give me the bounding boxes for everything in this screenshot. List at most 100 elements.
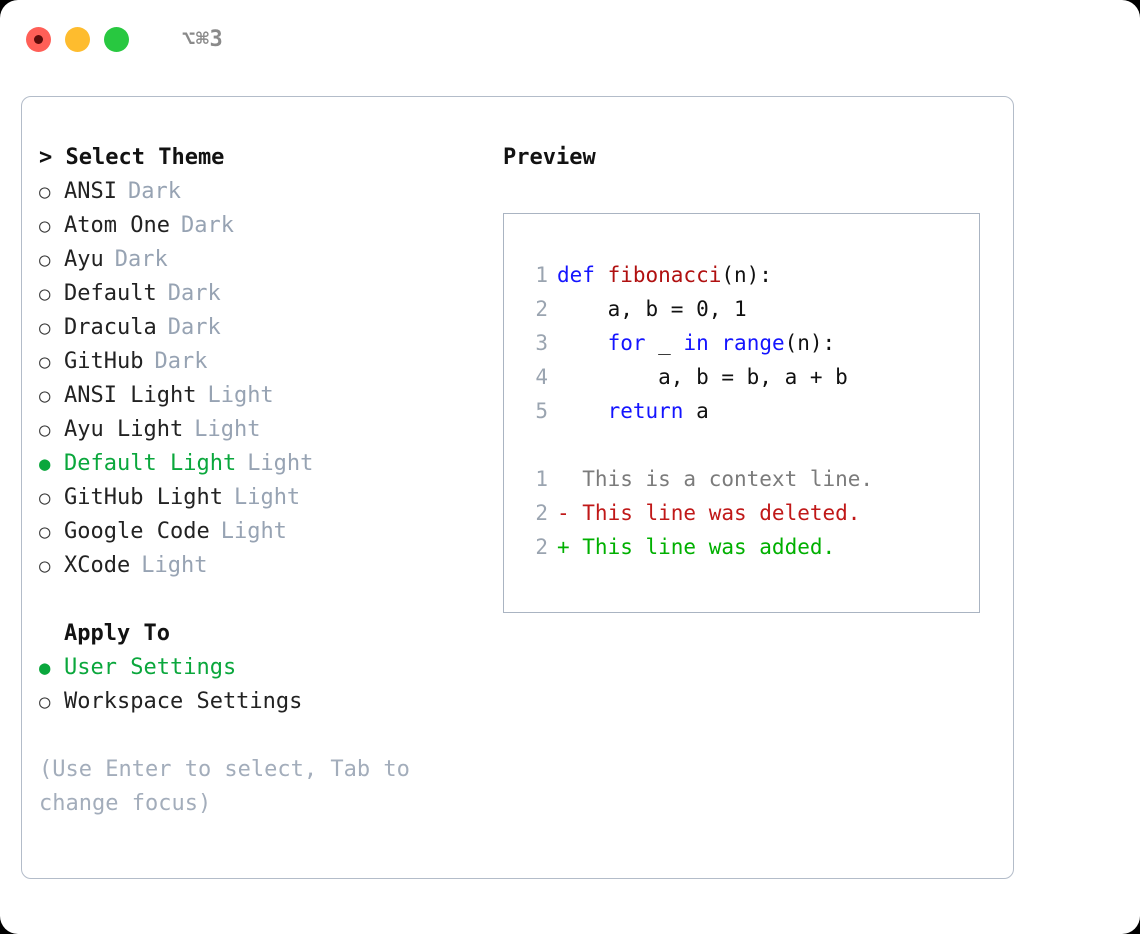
code-token [557, 399, 608, 423]
code-line: 2 a, b = 0, 1 [522, 292, 979, 326]
code-token: in [683, 331, 709, 355]
radio-unselected-icon[interactable]: ○ [39, 385, 51, 407]
line-number: 1 [535, 263, 548, 287]
radio-unselected-icon[interactable]: ○ [39, 487, 51, 509]
diff-text: - This line was deleted. [557, 501, 861, 525]
keyboard-hint: (Use Enter to select, Tab to change focu… [39, 757, 410, 816]
theme-category-tag: Dark [167, 281, 221, 306]
theme-category-tag: Light [247, 451, 314, 476]
preview-title: Preview [503, 145, 596, 170]
apply-to-item[interactable]: ○ Workspace Settings [39, 685, 482, 719]
code-token: for [607, 331, 646, 355]
theme-list-item[interactable]: ○ Google Code Light [39, 515, 482, 549]
radio-unselected-icon[interactable]: ○ [39, 521, 51, 543]
code-diff-gap [522, 428, 979, 462]
theme-name: Dracula [64, 315, 157, 340]
apply-to-item[interactable]: ●User Settings [39, 651, 482, 685]
theme-list-item[interactable]: ○ Atom One Dark [39, 209, 482, 243]
theme-category-tag: Dark [167, 315, 221, 340]
code-token [557, 331, 608, 355]
radio-unselected-icon[interactable]: ○ [39, 351, 51, 373]
theme-list-item[interactable]: ○ GitHub Dark [39, 345, 482, 379]
radio-unselected-icon[interactable]: ○ [39, 215, 51, 237]
theme-category-tag: Light [194, 417, 261, 442]
close-button[interactable] [26, 26, 51, 52]
theme-name: Default Light [64, 451, 237, 476]
code-line: 4 a, b = b, a + b [522, 360, 979, 394]
apply-to-list[interactable]: ●User Settings ○ Workspace Settings [39, 651, 482, 719]
radio-unselected-icon[interactable]: ○ [39, 691, 51, 713]
radio-selected-icon[interactable]: ● [39, 453, 51, 475]
line-number: 5 [535, 399, 548, 423]
title-bar: ⌥⌘3 [0, 0, 1140, 78]
theme-category-tag: Dark [154, 349, 208, 374]
code-token [709, 331, 722, 355]
diff-line: 2 - This line was deleted. [522, 496, 979, 530]
diff-text: + This line was added. [557, 535, 836, 559]
theme-category-tag: Light [207, 383, 274, 408]
apply-to-option-label: Workspace Settings [64, 689, 303, 714]
apply-to-marker-gap [39, 617, 64, 651]
keyboard-shortcut-label: ⌥⌘3 [182, 26, 224, 52]
code-line: 5 return a [522, 394, 979, 428]
theme-name: GitHub [64, 349, 144, 374]
list-spacer [39, 583, 482, 617]
code-token: def [557, 263, 608, 287]
line-number: 2 [535, 535, 548, 559]
code-token: fibonacci [607, 263, 722, 287]
theme-name: GitHub Light [64, 485, 223, 510]
code-line: 3 for _ in range(n): [522, 326, 979, 360]
line-number: 3 [535, 331, 548, 355]
code-token: a, b = b, a + b [557, 365, 848, 389]
theme-category-tag: Light [233, 485, 301, 510]
line-number: 1 [535, 467, 548, 491]
theme-name: Google Code [64, 519, 210, 544]
theme-list-item[interactable]: ● Default Light Light [39, 447, 482, 481]
apply-to-label: Apply To [64, 621, 170, 646]
theme-list-item[interactable]: ○ Dracula Dark [39, 311, 482, 345]
line-number: 2 [535, 501, 548, 525]
code-token: return [607, 399, 684, 423]
theme-name: ANSI [64, 179, 117, 204]
code-token: a [683, 399, 709, 423]
theme-name: Ayu [64, 247, 104, 272]
radio-unselected-icon[interactable]: ○ [39, 555, 51, 577]
radio-unselected-icon[interactable]: ○ [39, 317, 51, 339]
apply-to-heading: Apply To [39, 617, 482, 651]
code-token: range [721, 331, 785, 355]
radio-unselected-icon[interactable]: ○ [39, 419, 51, 441]
radio-unselected-icon[interactable]: ○ [39, 249, 51, 271]
page-title: > Select Theme [39, 145, 225, 170]
theme-name: Atom One [64, 213, 170, 238]
maximize-button[interactable] [104, 26, 129, 52]
minimize-button[interactable] [65, 26, 90, 52]
theme-category-tag: Dark [114, 247, 168, 272]
radio-unselected-icon[interactable]: ○ [39, 283, 51, 305]
diff-text: This is a context line. [557, 467, 874, 491]
window-controls [26, 26, 129, 52]
radio-selected-icon[interactable]: ● [39, 657, 51, 679]
line-number: 2 [535, 297, 548, 321]
diff-line: 1 This is a context line. [522, 462, 979, 496]
line-number: 4 [535, 365, 548, 389]
theme-category-tag: Dark [180, 213, 234, 238]
diff-sample: 1 This is a context line. 2 - This line wa… [522, 462, 979, 564]
theme-list-item[interactable]: ○ GitHub Light Light [39, 481, 482, 515]
theme-list-item[interactable]: ○ Ayu Dark [39, 243, 482, 277]
theme-category-tag: Light [220, 519, 287, 544]
code-token: a, b = 0, 1 [557, 297, 747, 321]
radio-unselected-icon[interactable]: ○ [39, 181, 51, 203]
